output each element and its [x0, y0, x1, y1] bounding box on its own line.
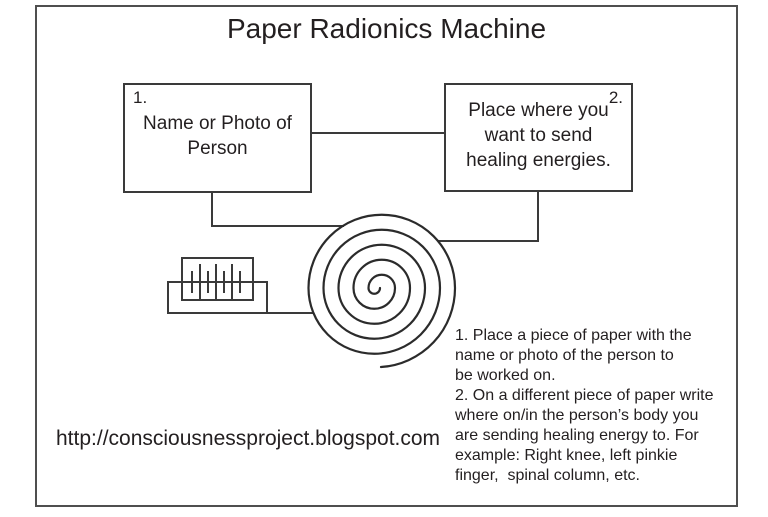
target-box: 2. Place where you want to send healing … [444, 83, 633, 192]
battery-inner-case [181, 257, 254, 301]
source-box: 1. Name or Photo of Person [123, 83, 312, 193]
target-box-label: Place where you want to send healing ene… [466, 100, 611, 171]
website-url: http://consciousnessproject.blogspot.com [56, 427, 441, 450]
target-box-number: 2. [608, 88, 623, 107]
source-box-number: 1. [133, 88, 148, 107]
battery-outer-case [167, 281, 268, 314]
diagram-title: Paper Radionics Machine [226, 13, 547, 44]
battery-cells-icon [167, 257, 268, 314]
instructions-text: 1. Place a piece of paper with the name … [455, 327, 714, 484]
spiral-coil-icon [307, 213, 457, 369]
diagram-border-frame [35, 5, 738, 507]
target-box-to-spiral-connector [438, 192, 539, 242]
source-box-to-spiral-connector [211, 193, 344, 227]
source-box-label: Name or Photo of Person [143, 113, 292, 159]
